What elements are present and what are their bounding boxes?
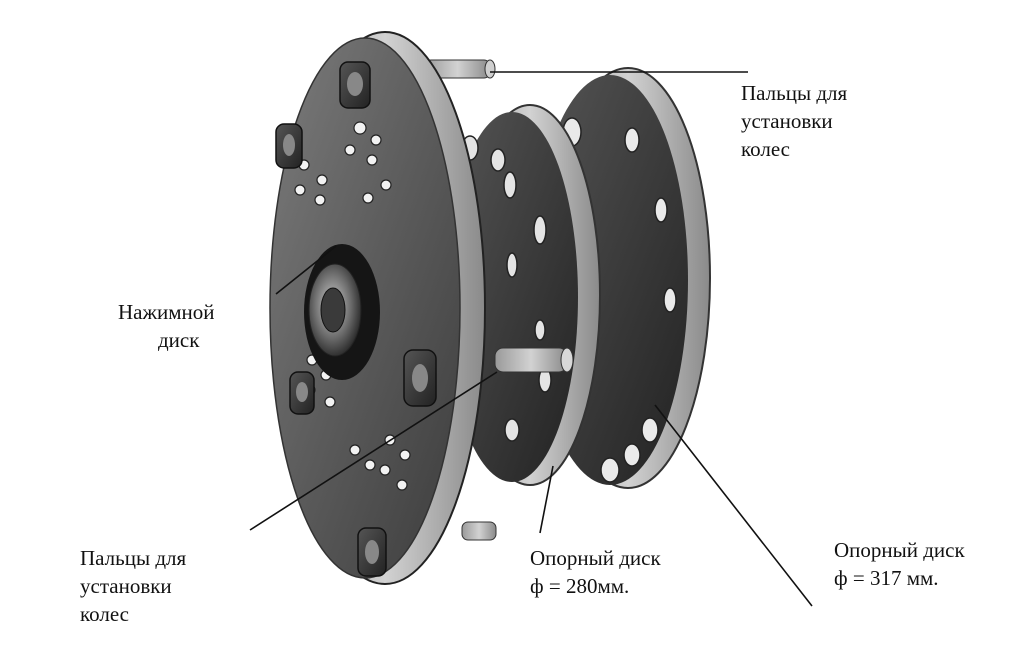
label-bottom-pins: Пальцы для установки колес [80, 544, 186, 628]
label-line: колес [80, 602, 130, 626]
pressure-disk [269, 31, 486, 585]
label-line: Пальцы для [741, 81, 848, 105]
label-support-280: Опорный диск ф = 280мм. [530, 544, 661, 600]
label-line: установки [741, 109, 833, 133]
label-line: ф = 280мм. [530, 574, 630, 598]
leader-lines [249, 71, 813, 607]
label-line: колес [741, 137, 791, 161]
label-line: Пальцы для [80, 546, 187, 570]
label-line: диск [158, 328, 200, 352]
label-line: Нажимной [118, 300, 215, 324]
label-line: установки [80, 574, 172, 598]
label-support-317: Опорный диск ф = 317 мм. [834, 536, 965, 592]
label-line: Опорный диск [834, 538, 965, 562]
label-line: ф = 317 мм. [834, 566, 939, 590]
label-pressure-disk: Нажимной диск [118, 298, 215, 354]
label-line: Опорный диск [530, 546, 661, 570]
mounting-pins [424, 59, 574, 541]
label-top-pins: Пальцы для установки колес [741, 79, 847, 163]
